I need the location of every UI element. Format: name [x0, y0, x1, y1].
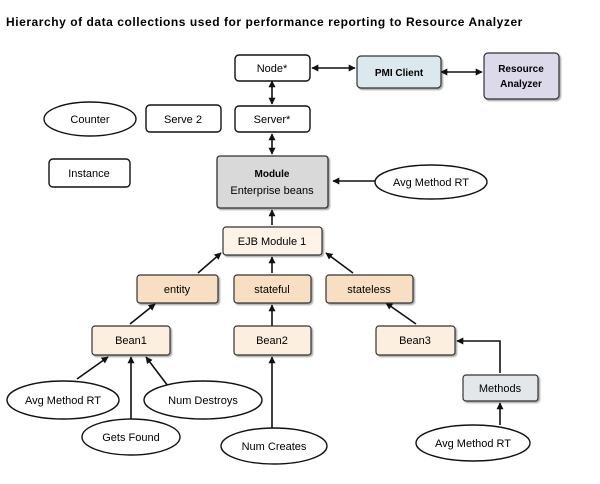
stateful-label: stateful [254, 284, 289, 296]
server-box: Server* [234, 105, 311, 133]
entity-box: entity [136, 274, 219, 304]
bean1-destroys-label: Num Destroys [168, 395, 238, 407]
module-counter: Avg Method RT [374, 164, 488, 200]
legend-serve2-label: Serve 2 [164, 114, 202, 126]
methods-label: Methods [479, 383, 522, 395]
ejb-module-box: EJB Module 1 [222, 226, 323, 256]
bean1-avg-label: Avg Method RT [25, 395, 101, 407]
diagram-title: Hierarchy of data collections used for p… [6, 15, 523, 29]
bean3-label: Bean3 [399, 335, 431, 347]
node-label: Node* [257, 63, 288, 75]
module-box: Module Enterprise beans [216, 155, 329, 209]
resource-analyzer-label-1: Resource [498, 64, 544, 75]
legend-counter: Counter [43, 101, 137, 137]
bean1-avg-counter: Avg Method RT [6, 380, 120, 420]
stateless-label: stateless [347, 284, 391, 296]
pmi-client-box: PMI Client [356, 55, 442, 89]
methods-avg-label: Avg Method RT [435, 438, 511, 450]
stateful-box: stateful [233, 274, 312, 304]
bean2-creates-counter: Num Creates [220, 427, 328, 465]
legend-serve2: Serve 2 [145, 104, 222, 133]
methods-box: Methods [462, 374, 539, 402]
bean1-box: Bean1 [91, 325, 171, 356]
methods-avg-counter: Avg Method RT [415, 424, 531, 462]
legend-instance: Instance [48, 158, 131, 188]
entity-label: entity [164, 284, 191, 296]
bean1-gets-label: Gets Found [102, 432, 159, 444]
bean1-destroys-counter: Num Destroys [143, 380, 263, 420]
pmi-client-label: PMI Client [375, 68, 424, 79]
methods-bean3-arrow [456, 337, 501, 373]
legend: Counter Serve 2 Instance [43, 101, 222, 188]
legend-instance-label: Instance [68, 168, 110, 180]
legend-counter-label: Counter [70, 114, 109, 126]
resource-analyzer-box: Resource Analyzer [483, 52, 560, 100]
module-counter-label: Avg Method RT [393, 177, 469, 189]
node-box: Node* [234, 54, 311, 82]
resource-analyzer-label-2: Analyzer [500, 79, 542, 90]
module-title: Module [255, 169, 290, 180]
bean2-label: Bean2 [256, 335, 288, 347]
bean3-box: Bean3 [375, 325, 456, 356]
bean1-arrow [129, 303, 156, 325]
connectors [76, 64, 504, 428]
ejb-module-label: EJB Module 1 [238, 236, 306, 248]
bean1-avg-arrow [76, 356, 109, 380]
server-label: Server* [254, 114, 291, 126]
bean1-label: Bean1 [115, 335, 147, 347]
stateless-box: stateless [325, 274, 414, 304]
bean1-gets-counter: Gets Found [81, 418, 181, 456]
stateless-arrow [325, 252, 354, 274]
bean2-box: Bean2 [233, 325, 312, 356]
module-subtitle: Enterprise beans [230, 185, 314, 197]
entity-arrow [197, 252, 222, 274]
bean3-arrow [385, 302, 417, 325]
bean1-destroys-arrow [145, 356, 169, 387]
bean2-creates-label: Num Creates [242, 441, 307, 453]
